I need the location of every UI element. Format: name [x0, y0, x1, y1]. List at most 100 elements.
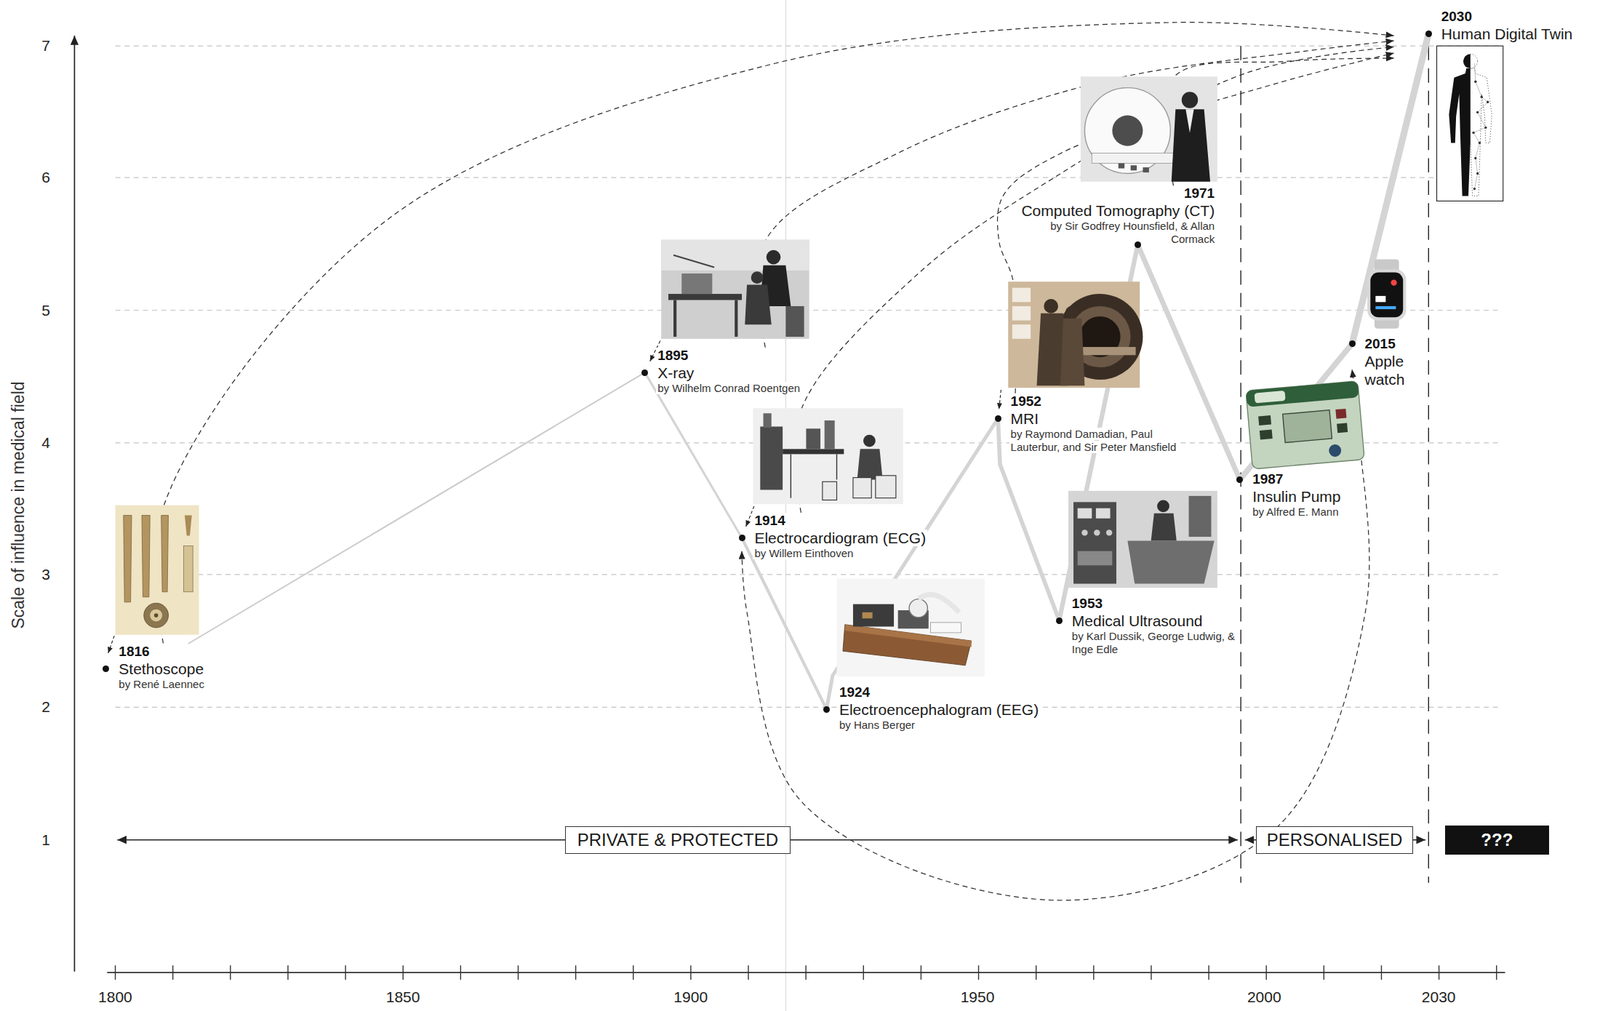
- text-row: 1971: [1019, 185, 1216, 202]
- timeline-dot: [102, 665, 110, 672]
- digital-twin-figure: [1437, 45, 1504, 201]
- insulin-pump-photo: [1335, 408, 1347, 419]
- timeline-link: [741, 537, 827, 710]
- digital-twin-figure: [1476, 111, 1479, 114]
- inventor-credit: by Willem Einthoven: [752, 546, 855, 560]
- timeline-dot: [1134, 241, 1142, 248]
- insulin-pump-photo: [1336, 422, 1348, 433]
- grid-line: [115, 45, 1501, 707]
- grid-line: [115, 177, 1501, 179]
- insulin-pump-photo: [1258, 415, 1272, 426]
- invention-node: 1987Insulin Pumpby Alfred E. Mann: [1240, 471, 1343, 519]
- axis-tick-label: 1900: [673, 988, 708, 1006]
- axis-tick: [1381, 965, 1382, 980]
- invention-name: MRI: [1009, 410, 1041, 427]
- inventor-credit: by Alfred E. Mann: [1250, 505, 1340, 518]
- mri-photo: [1008, 281, 1143, 388]
- timeline-dot: [1056, 617, 1063, 624]
- period-box: ???: [1445, 825, 1550, 854]
- text-row: by Sir Godfrey Hounsfield, & Allan Corma…: [1034, 219, 1216, 246]
- leader-arrow: [108, 341, 1002, 654]
- year-label: 1953: [1070, 595, 1104, 611]
- ct-photo: [1171, 109, 1211, 182]
- invention-name: Stethoscope: [117, 660, 206, 678]
- axis-tick: [1150, 965, 1152, 980]
- axis-tick-label: 4: [41, 434, 51, 452]
- ultrasound-photo: [1077, 551, 1113, 566]
- digital-twin-figure: [1448, 53, 1470, 196]
- x-axis: [106, 965, 1505, 980]
- inventor-credit: by Hans Berger: [837, 718, 917, 731]
- period-divider: [1240, 45, 1241, 883]
- influence-arrow: [997, 53, 1395, 394]
- ecg-photo: [857, 448, 883, 480]
- axis-tick: [517, 965, 519, 980]
- y-axis: [74, 35, 76, 972]
- digital-twin-figure: [1474, 157, 1477, 160]
- axis-tick: [690, 965, 691, 980]
- text-row: by Wilhelm Conrad Roentgen: [656, 381, 802, 395]
- ecg-photo: [822, 481, 838, 500]
- axis-tick: [229, 965, 231, 980]
- ultrasound-photo: [1106, 529, 1112, 536]
- ultrasound-photo: [1096, 508, 1111, 519]
- invention-name: Human Digital Twin: [1440, 25, 1575, 43]
- invention-name: Electroencephalogram (EEG): [837, 701, 1040, 718]
- stethoscope-illustration: [144, 602, 169, 628]
- text-row: Electrocardiogram (ECG): [752, 528, 928, 547]
- year-label: 1987: [1250, 471, 1285, 487]
- axis-tick: [460, 965, 462, 980]
- digital-twin-figure: [1463, 53, 1471, 69]
- axis-tick: [287, 965, 288, 980]
- axis-tick-label: 2000: [1247, 988, 1282, 1006]
- eeg-photo: [862, 612, 873, 619]
- ecg-photo: [863, 434, 876, 448]
- axis-tick: [1035, 965, 1037, 980]
- stethoscope-illustration: [141, 515, 150, 598]
- eeg-photo: [837, 578, 985, 678]
- invention-node: 1895X-rayby Wilhelm Conrad Roentgen: [645, 347, 802, 395]
- watch-photo: [1370, 272, 1403, 318]
- invention-name: Computed Tomography (CT): [1019, 202, 1216, 219]
- invention-name: Medical Ultrasound: [1070, 612, 1205, 630]
- stethoscope-illustration: [154, 613, 159, 618]
- stethoscope-illustration: [115, 505, 200, 635]
- eeg-photo: [837, 578, 985, 678]
- axis-tick: [575, 965, 576, 980]
- insulin-pump-photo: [1245, 381, 1365, 470]
- invention-node: 1914Electrocardiogram (ECG)by Willem Ein…: [741, 512, 928, 560]
- ecg-photo: [875, 475, 896, 499]
- timeline-dot: [1349, 340, 1356, 347]
- ecg-photo: [790, 453, 792, 498]
- digital-twin-figure: [1486, 101, 1489, 104]
- timeline-dot: [1425, 30, 1432, 38]
- ct-photo: [1130, 165, 1137, 171]
- digital-twin-figure: [1476, 172, 1479, 175]
- timeline-dot: [994, 415, 1002, 422]
- stethoscope-illustration: [161, 515, 169, 592]
- timeline-dot: [1236, 476, 1243, 483]
- axis-tick: [344, 965, 346, 980]
- ultrasound-photo: [1151, 513, 1177, 542]
- axis-tick: [978, 965, 979, 980]
- axis-tick: [920, 965, 922, 980]
- text-row: 1914: [752, 512, 928, 529]
- mri-photo: [1079, 346, 1136, 355]
- leader-arrow: [108, 635, 115, 654]
- invention-node: 1971Computed Tomography (CT)by Sir Godfr…: [1019, 185, 1216, 246]
- axis-tick: [172, 965, 174, 980]
- ct-photo: [1185, 109, 1194, 133]
- invention-name: Insulin Pump: [1250, 488, 1342, 505]
- digital-twin-figure: [1474, 80, 1477, 83]
- ecg-photo: [752, 408, 903, 504]
- ct-photo: [1181, 91, 1198, 108]
- inventor-credit: by Sir Godfrey Hounsfield, & Allan Corma…: [1048, 219, 1216, 246]
- invention-name: X-ray: [656, 364, 696, 382]
- x-ray-photo: [668, 293, 742, 300]
- watch-photo: [1367, 258, 1406, 328]
- grid-line: [115, 573, 1501, 575]
- digital-twin-figure: [1470, 68, 1492, 196]
